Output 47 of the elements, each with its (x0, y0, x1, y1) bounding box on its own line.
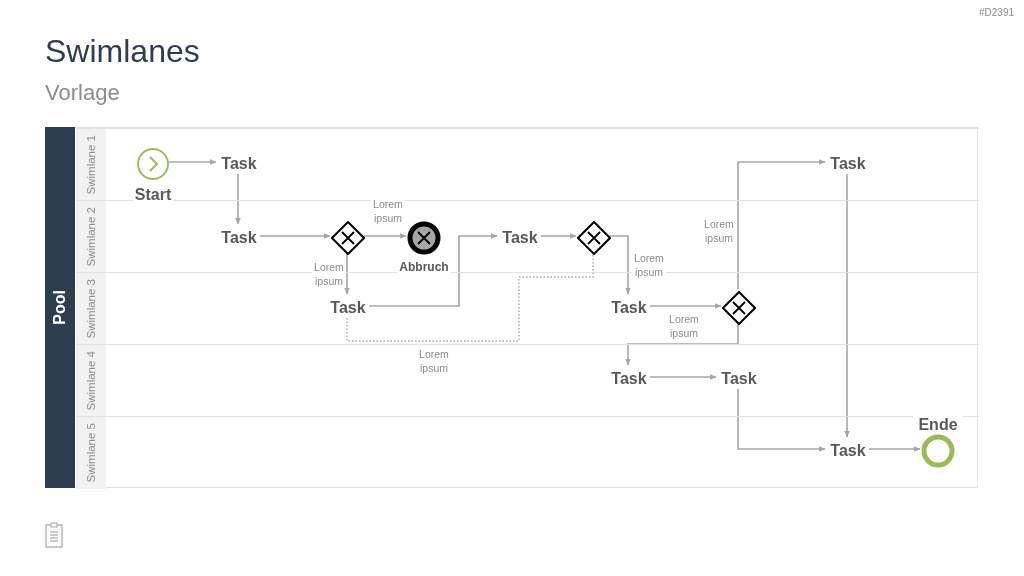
arrow (868, 446, 921, 452)
event-label: Abbruch (397, 260, 451, 274)
edge-label: Lorem ipsum (667, 312, 701, 340)
arrow (625, 322, 739, 366)
task-label: Task (326, 296, 370, 320)
gateway-diamond (722, 291, 756, 325)
task-label: Task (607, 296, 651, 320)
task-label: Task (826, 439, 870, 463)
event-label: Start (133, 186, 173, 204)
arrow (649, 374, 717, 380)
lane-label: Swimlane 2 (85, 206, 97, 267)
swimlane (76, 416, 979, 489)
arrow (737, 159, 826, 290)
edge-label: Lorem ipsum (371, 197, 405, 225)
pool-frame (45, 127, 978, 488)
task-label: Task (217, 226, 261, 250)
task-label: Task (498, 226, 542, 250)
lane-label: Swimlane 1 (85, 134, 97, 195)
lane-label: Swimlane 4 (85, 350, 97, 411)
edge-label: Lorem ipsum (702, 217, 736, 245)
task-label: Task (826, 152, 870, 176)
gateway-diamond (331, 221, 365, 255)
arrow (363, 233, 407, 239)
edge-label: Lorem ipsum (312, 260, 346, 288)
arrow (368, 233, 498, 307)
arrow (235, 173, 241, 225)
gateway-diamond (577, 221, 611, 255)
edge-label: Lorem ipsum (632, 251, 666, 279)
arrow (609, 235, 631, 295)
connector-line (346, 252, 594, 342)
lane-label: Swimlane 5 (85, 423, 97, 483)
task-label: Task (217, 152, 261, 176)
edge-label: Lorem ipsum (417, 347, 451, 375)
document-code: #D2391 (978, 7, 1014, 18)
lane-label: Swimlane 3 (85, 278, 97, 339)
arrow (737, 388, 826, 452)
arrow (844, 173, 850, 438)
arrow (540, 233, 577, 239)
arrow (649, 303, 722, 309)
title: Swimlanes (45, 33, 200, 70)
arrow (168, 159, 217, 165)
subtitle: Vorlage (45, 80, 120, 106)
arrow (344, 252, 350, 295)
task-label: Task (717, 367, 761, 391)
arrow (259, 233, 331, 239)
task-label: Task (607, 367, 651, 391)
pool-label: Pool (51, 290, 69, 325)
